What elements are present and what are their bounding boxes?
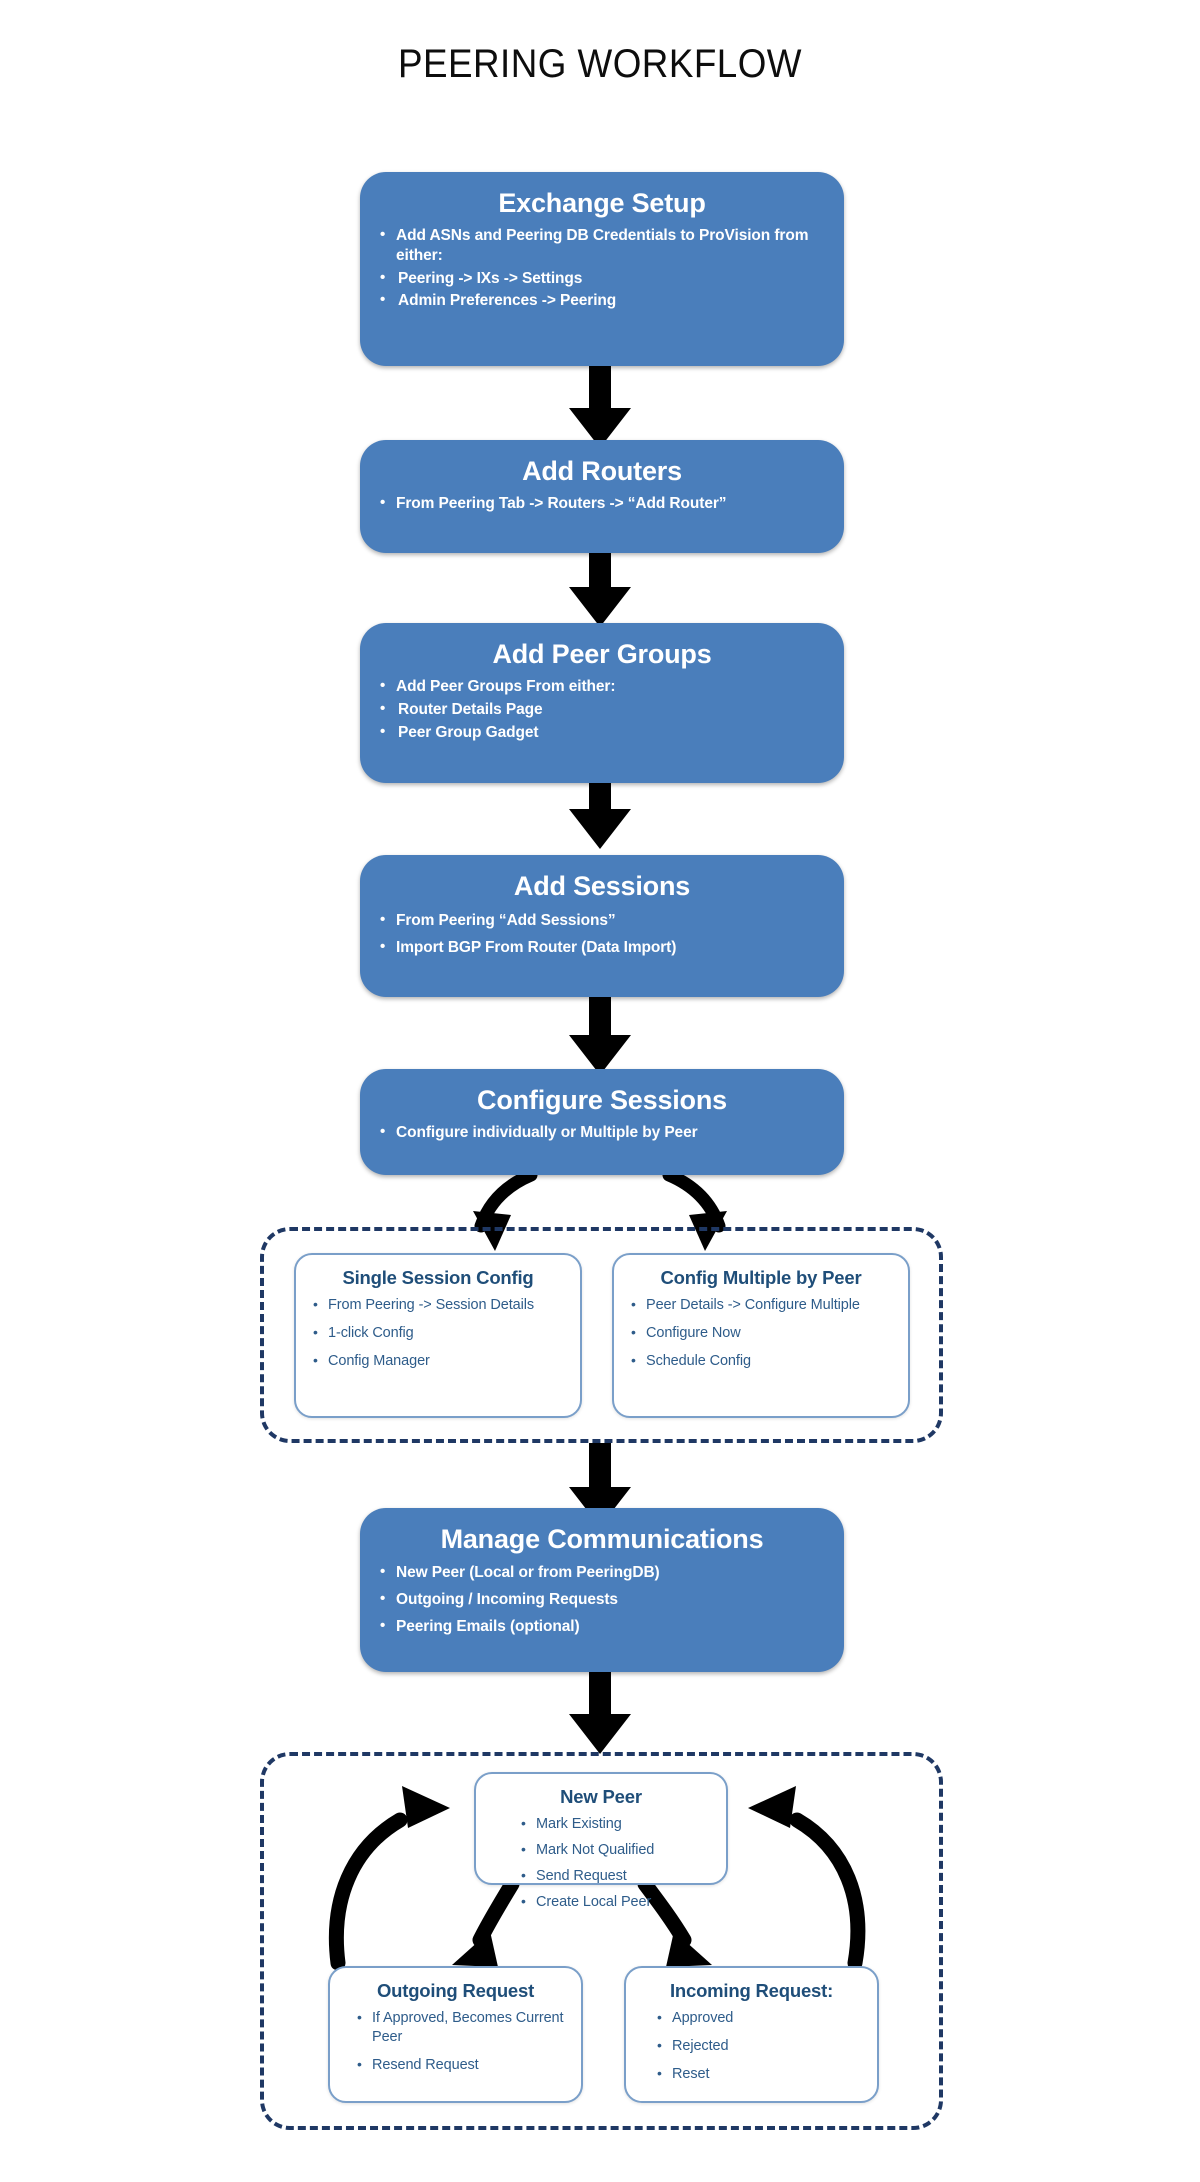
arrow-manage-to-newpeer — [569, 1672, 631, 1754]
box-bullet-list: Approved Rejected Reset — [638, 2008, 865, 2084]
bullet-item: Configure individually or Multiple by Pe… — [376, 1122, 828, 1143]
bullet-item: Add Peer Groups From either: — [376, 676, 828, 697]
bullet-item: Add ASNs and Peering DB Credentials to P… — [376, 225, 828, 266]
stage-title: Configure Sessions — [477, 1085, 727, 1115]
bullet-item: Peer Group Gadget — [376, 722, 828, 743]
stage-sub-bullet-list: Peering -> IXs -> Settings Admin Prefere… — [376, 268, 828, 312]
box-bullet-list: Mark Existing Mark Not Qualified Send Re… — [488, 1814, 714, 1912]
peer-request-cycle-group — [260, 1752, 943, 2130]
arrow-peergroups-to-sessions — [569, 783, 631, 849]
stage-add-sessions[interactable]: Add Sessions From Peering “Add Sessions”… — [360, 855, 844, 997]
bullet-item: Mark Existing — [516, 1814, 714, 1834]
stage-title: Add Sessions — [513, 871, 691, 901]
stage-exchange-setup[interactable]: Exchange Setup Add ASNs and Peering DB C… — [360, 172, 844, 366]
bullet-item: Peer Details -> Configure Multiple — [626, 1295, 896, 1315]
bullet-item: Import BGP From Router (Data Import) — [376, 937, 828, 958]
stage-bullet-list: From Peering “Add Sessions” Import BGP F… — [376, 910, 828, 958]
bullet-item: From Peering -> Session Details — [308, 1295, 568, 1315]
bullet-item: New Peer (Local or from PeeringDB) — [376, 1562, 828, 1583]
stage-sub-bullet-list: Router Details Page Peer Group Gadget — [376, 699, 828, 743]
box-title: Incoming Request: — [669, 1980, 834, 2001]
bullet-item: 1-click Config — [308, 1323, 568, 1343]
box-bullet-list: From Peering -> Session Details 1-click … — [308, 1295, 568, 1371]
bullet-item: Create Local Peer — [516, 1892, 714, 1912]
bullet-item: Admin Preferences -> Peering — [376, 290, 828, 311]
bullet-item: Router Details Page — [376, 699, 828, 720]
box-title: Single Session Config — [342, 1267, 534, 1288]
bullet-item: Reset — [652, 2064, 865, 2084]
box-title: Outgoing Request — [376, 1980, 535, 2001]
box-title: New Peer — [560, 1786, 642, 1807]
bullet-item: From Peering Tab -> Routers -> “Add Rout… — [376, 493, 828, 514]
stage-bullet-list: From Peering Tab -> Routers -> “Add Rout… — [376, 493, 828, 514]
stage-title: Manage Communications — [440, 1524, 764, 1554]
box-incoming-request[interactable]: Incoming Request: Approved Rejected Rese… — [624, 1966, 879, 2103]
stage-manage-communications[interactable]: Manage Communications New Peer (Local or… — [360, 1508, 844, 1672]
box-title: Config Multiple by Peer — [660, 1267, 862, 1288]
bullet-item: If Approved, Becomes Current Peer — [352, 2008, 569, 2047]
stage-bullet-list: Add Peer Groups From either: — [376, 676, 828, 697]
stage-configure-sessions[interactable]: Configure Sessions Configure individuall… — [360, 1069, 844, 1175]
config-options-group — [260, 1227, 943, 1443]
page-title: PEERING WORKFLOW — [397, 42, 802, 86]
bullet-item: Send Request — [516, 1866, 714, 1886]
stage-add-routers[interactable]: Add Routers From Peering Tab -> Routers … — [360, 440, 844, 553]
bullet-item: Rejected — [652, 2036, 865, 2056]
bullet-item: Configure Now — [626, 1323, 896, 1343]
box-new-peer[interactable]: New Peer Mark Existing Mark Not Qualifie… — [474, 1772, 728, 1910]
arrow-sessions-to-configure — [569, 997, 631, 1075]
stage-bullet-list: New Peer (Local or from PeeringDB) Outgo… — [376, 1562, 828, 1637]
box-bullet-list: Peer Details -> Configure Multiple Confi… — [626, 1295, 896, 1371]
stage-bullet-list: Add ASNs and Peering DB Credentials to P… — [376, 225, 828, 266]
bullet-item: Peering -> IXs -> Settings — [376, 268, 828, 289]
bullet-item: Resend Request — [352, 2055, 569, 2075]
bullet-item: Config Manager — [308, 1351, 568, 1371]
box-single-session-config[interactable]: Single Session Config From Peering -> Se… — [294, 1253, 582, 1418]
bullet-item: Outgoing / Incoming Requests — [376, 1589, 828, 1610]
stage-bullet-list: Configure individually or Multiple by Pe… — [376, 1122, 828, 1143]
bullet-item: Peering Emails (optional) — [376, 1616, 828, 1637]
bullet-item: From Peering “Add Sessions” — [376, 910, 828, 931]
stage-title: Add Peer Groups — [492, 639, 712, 669]
box-outgoing-request[interactable]: Outgoing Request If Approved, Becomes Cu… — [328, 1966, 583, 2103]
arrow-routers-to-peergroups — [569, 553, 631, 627]
stage-add-peer-groups[interactable]: Add Peer Groups Add Peer Groups From eit… — [360, 623, 844, 783]
stage-title: Add Routers — [522, 456, 682, 486]
bullet-item: Mark Not Qualified — [516, 1840, 714, 1860]
bullet-item: Schedule Config — [626, 1351, 896, 1371]
stage-title: Exchange Setup — [498, 188, 706, 218]
bullet-item: Approved — [652, 2008, 865, 2028]
box-bullet-list: If Approved, Becomes Current Peer Resend… — [342, 2008, 569, 2075]
box-config-multiple-by-peer[interactable]: Config Multiple by Peer Peer Details -> … — [612, 1253, 910, 1418]
arrow-exchange-to-routers — [569, 366, 631, 448]
